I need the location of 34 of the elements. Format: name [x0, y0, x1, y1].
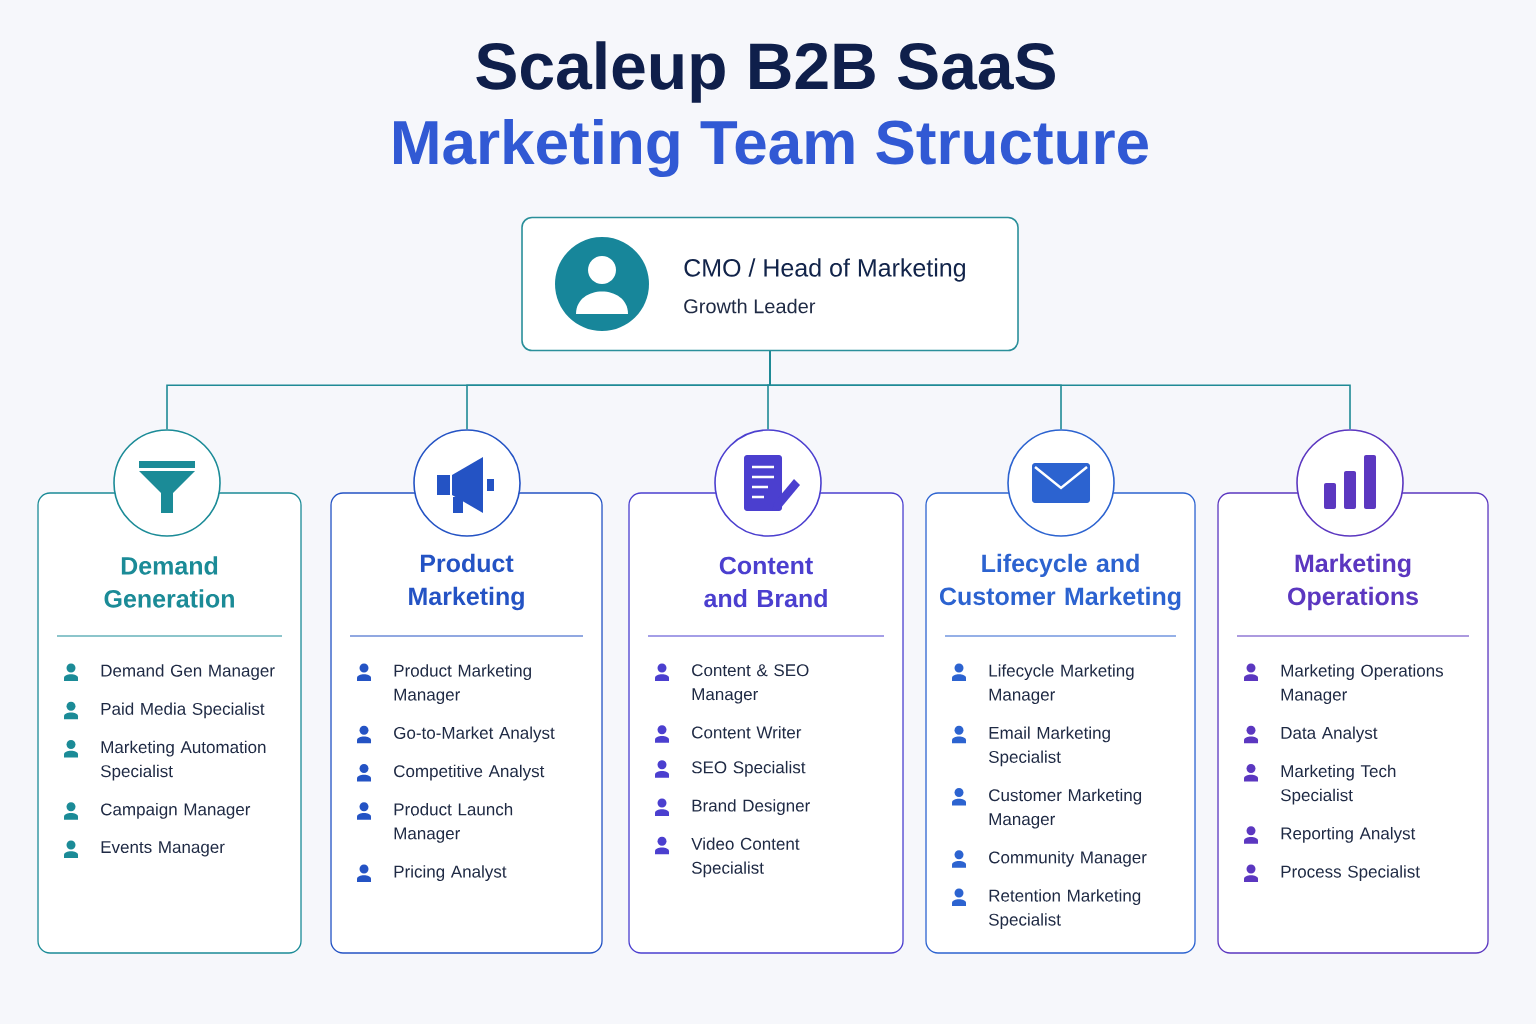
role-label: Brand Designer	[692, 799, 810, 815]
role-label: Community Manager	[989, 850, 1147, 867]
role-label: Go-to-Market Analyst	[394, 726, 555, 743]
department-heading: Product Marketing	[409, 553, 524, 611]
role-label: Reporting Analyst	[1281, 826, 1416, 843]
role-label: Marketing Automation Specialist	[101, 740, 266, 781]
role-label: Video Content Specialist	[691, 837, 800, 878]
role-label: Product Marketing Manager	[394, 664, 531, 705]
role-label: Product Launch Manager	[394, 802, 513, 843]
role-label: Campaign Manager	[101, 802, 251, 819]
role-label: Pricing Analyst	[394, 865, 507, 882]
role-label: Retention Marketing Specialist	[989, 889, 1141, 930]
department-heading: Marketing Operations	[1288, 553, 1418, 611]
role-label: Email Marketing Specialist	[989, 726, 1110, 767]
connector-line	[769, 350, 1351, 430]
role-label: Data Analyst	[1281, 726, 1378, 743]
department-heading: Lifecycle and Customer Marketing	[940, 553, 1181, 611]
title: Scaleup B2B SaaS	[476, 41, 1055, 103]
role-label: Content & SEO Manager	[692, 664, 809, 704]
role-title: CMO / Head of Marketing	[684, 258, 965, 282]
role-label: Customer Marketing Manager	[989, 788, 1142, 829]
role-label: Marketing Operations Manager	[1281, 664, 1444, 705]
role-label: Demand Gen Manager	[101, 664, 275, 681]
role-label: Competitive Analyst	[394, 764, 545, 781]
role-label: Marketing Tech Specialist	[1281, 764, 1396, 805]
role-label: Content Writer	[692, 726, 802, 739]
role-label: Paid Media Specialist	[101, 702, 265, 719]
role-label: Process Specialist	[1281, 865, 1420, 882]
role-label: SEO Specialist	[692, 760, 806, 777]
role-label: Events Manager	[101, 841, 225, 857]
department-heading: Content and Brand	[704, 556, 827, 608]
department-heading: Demand Generation	[104, 556, 234, 608]
role-subtitle: Growth Leader	[684, 298, 816, 314]
role-label: Lifecycle Marketing Manager	[989, 664, 1134, 705]
